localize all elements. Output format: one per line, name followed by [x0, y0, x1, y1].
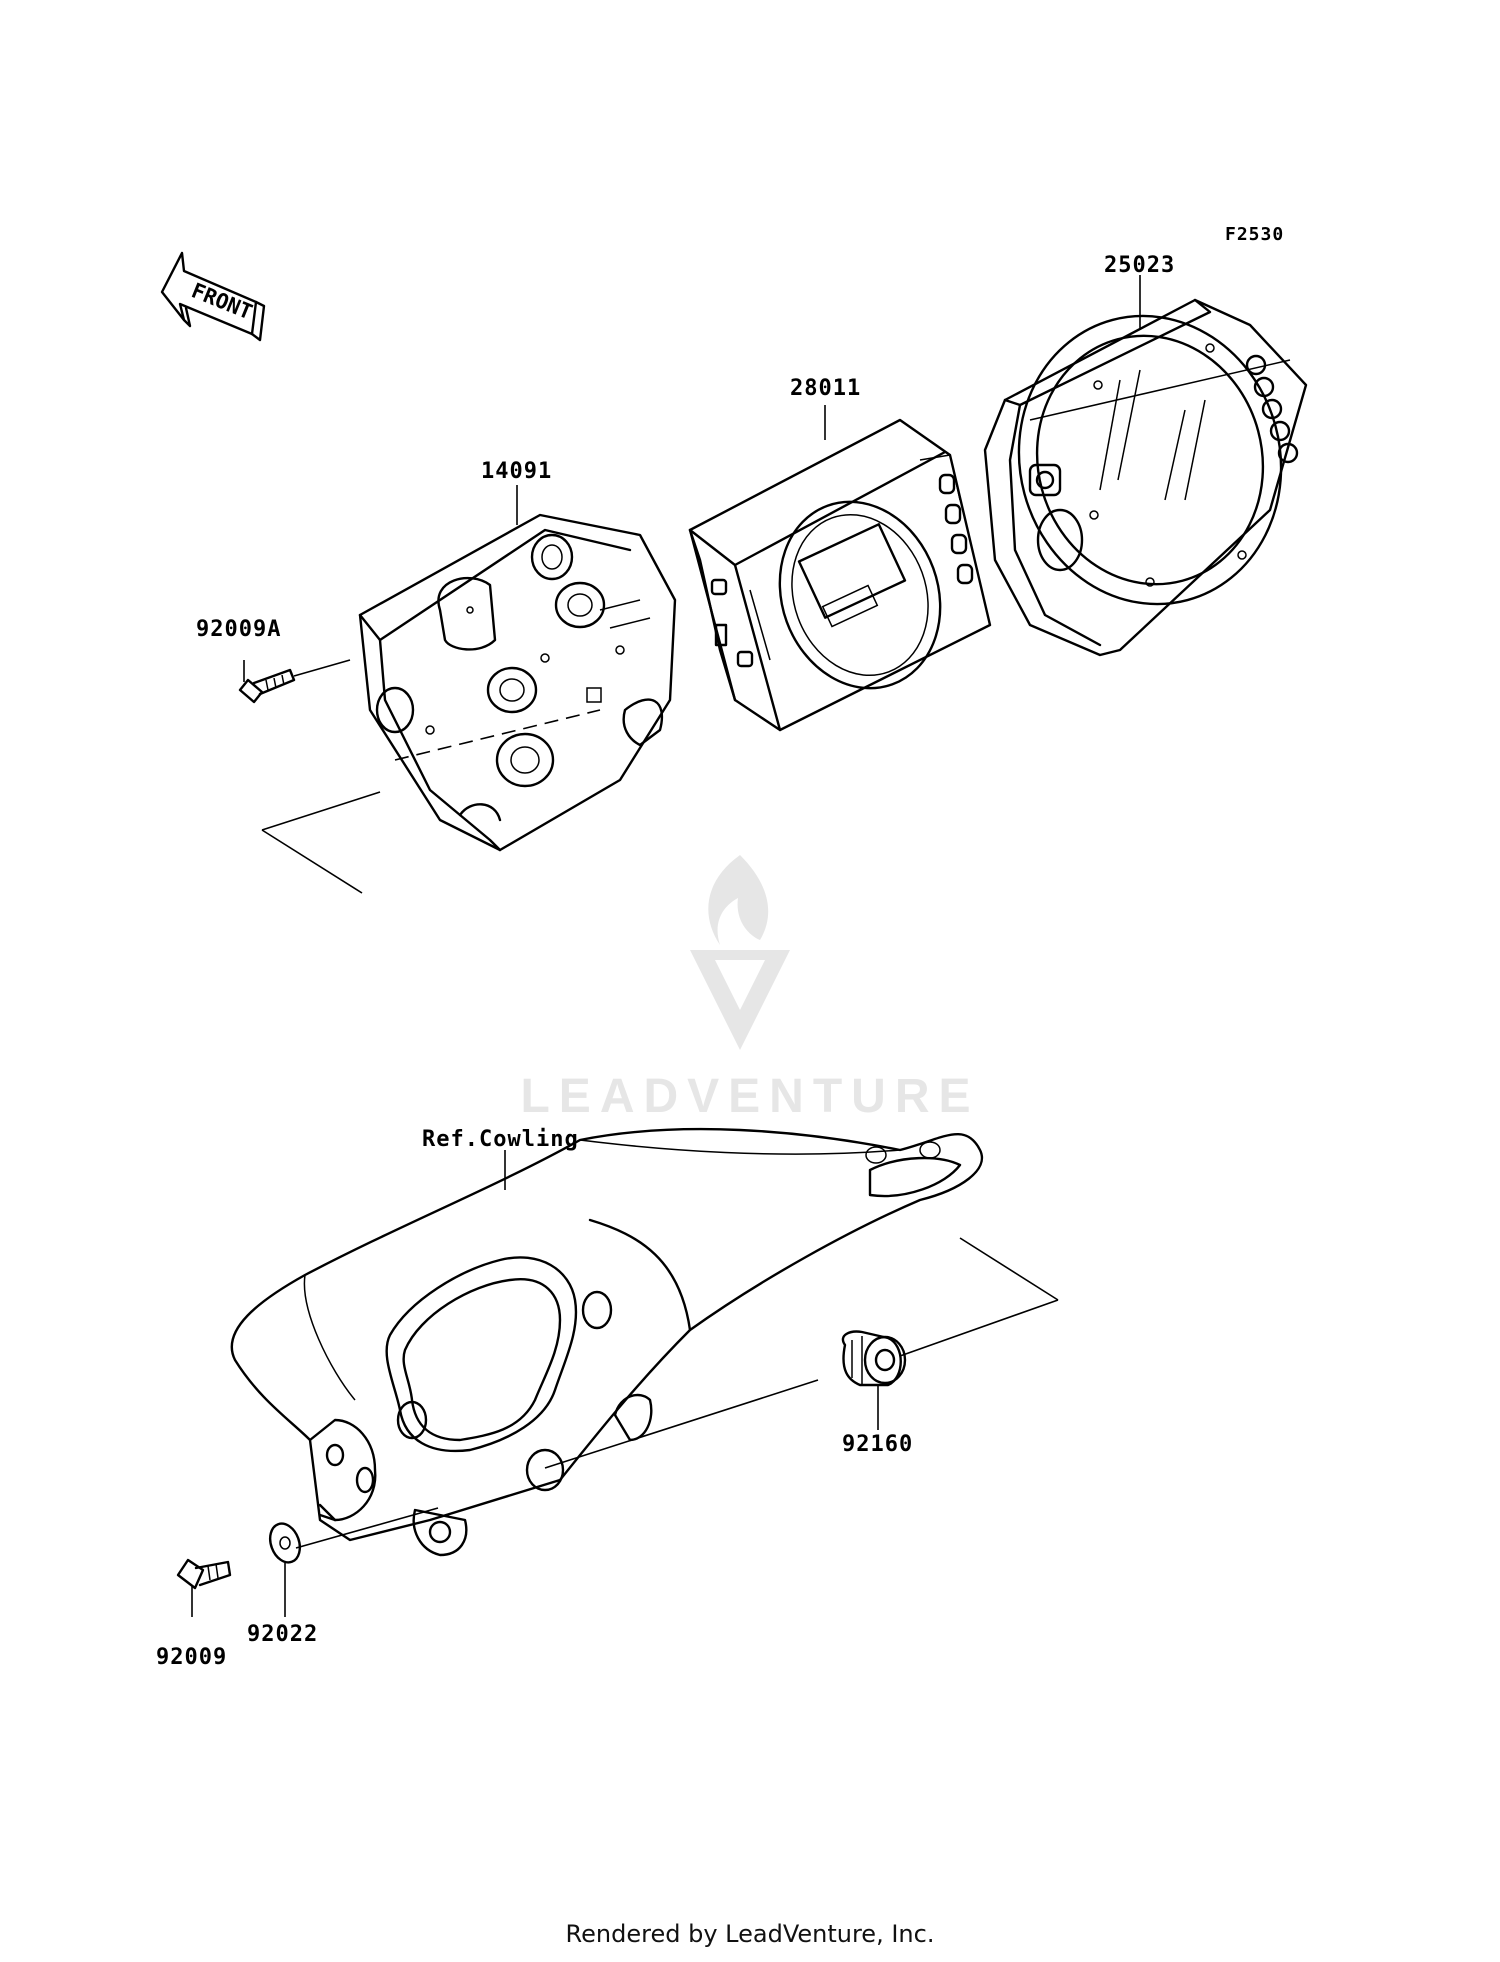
meter-case-14091	[358, 513, 677, 852]
figure-id: F2530	[1225, 224, 1284, 245]
part-label-92009A: 92009A	[196, 617, 281, 642]
part-label-14091: 14091	[481, 459, 552, 484]
part-label-92022: 92022	[247, 1622, 318, 1647]
front-direction-arrow-icon: FRONT	[160, 251, 266, 342]
part-label-92160: 92160	[842, 1432, 913, 1457]
footer-credit: Rendered by LeadVenture, Inc.	[565, 1920, 935, 1948]
watermark-text: LEADVENTURE	[520, 1070, 979, 1123]
part-label-92009: 92009	[156, 1645, 227, 1670]
front-label: FRONT	[188, 278, 256, 324]
grommet-92160	[841, 1330, 907, 1387]
part-label-25023: 25023	[1104, 253, 1175, 278]
washer-92022	[268, 1522, 302, 1564]
part-label-28011: 28011	[790, 376, 861, 401]
bolt-92009	[176, 1558, 232, 1590]
meter-assembly-28011	[688, 418, 992, 732]
leadventure-watermark-logo: LEADVENTURE	[520, 855, 979, 1123]
part-label-ref-cowling: Ref.Cowling	[422, 1127, 579, 1152]
screw-92009A	[238, 668, 296, 704]
meter-cover-25023	[983, 298, 1308, 657]
cowling-bracket	[230, 1127, 984, 1557]
